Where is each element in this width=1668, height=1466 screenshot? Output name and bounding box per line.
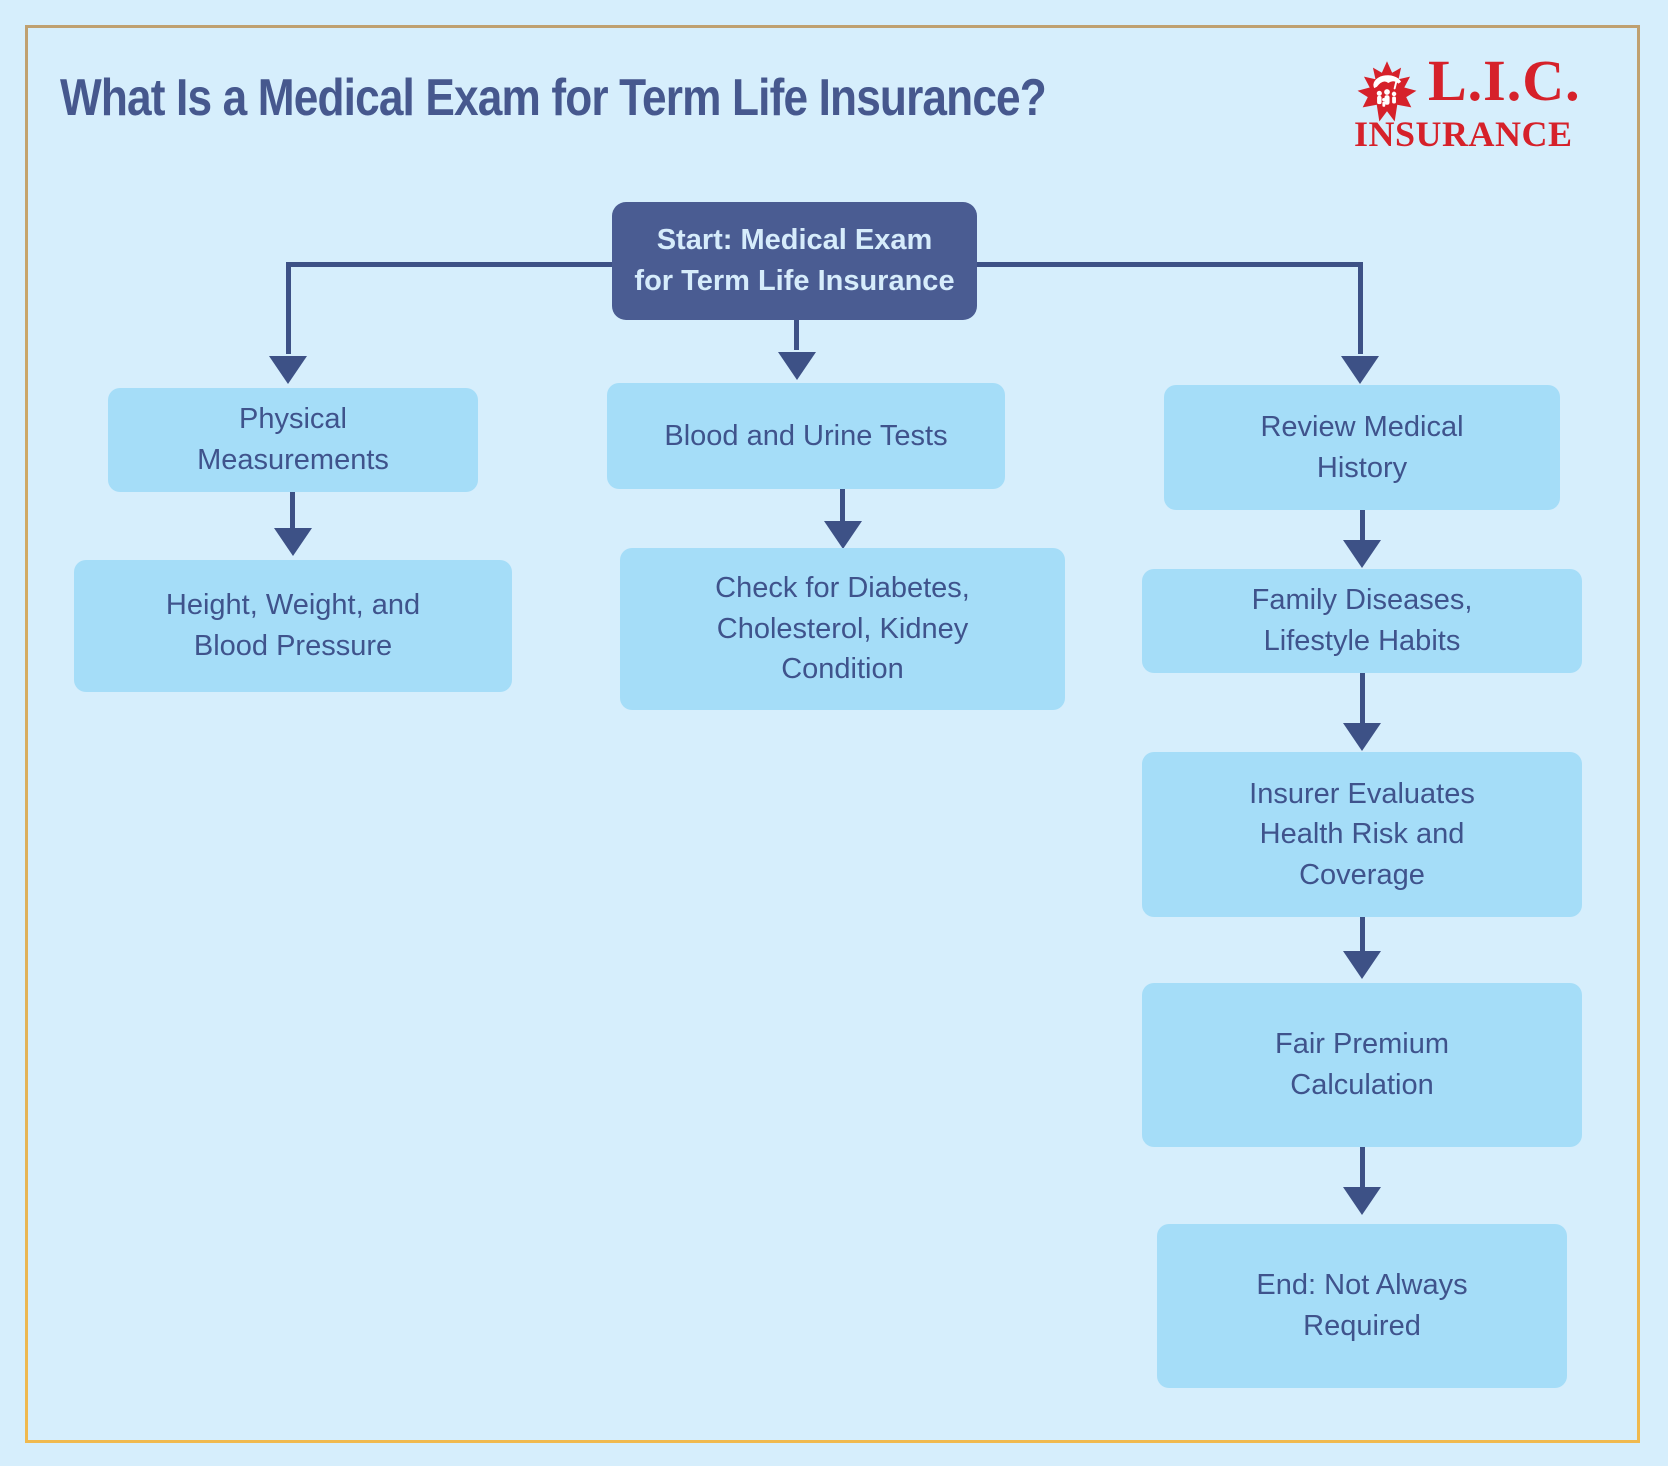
- connector-vline: [290, 492, 295, 528]
- node-height-weight-blood-pressure: Height, Weight, and Blood Pressure: [74, 560, 512, 692]
- node-blood-urine-tests: Blood and Urine Tests: [607, 383, 1005, 489]
- connector-vline: [1360, 1147, 1365, 1187]
- arrowhead-down-icon: [1343, 540, 1381, 568]
- node-review-medical-history: Review Medical History: [1164, 385, 1560, 510]
- node-insurer-evaluates-health-risk: Insurer Evaluates Health Risk and Covera…: [1142, 752, 1582, 917]
- node-start-medical-exam: Start: Medical Exam for Term Life Insura…: [612, 202, 977, 320]
- node-physical-measurements: Physical Measurements: [108, 388, 478, 492]
- arrowhead-down-icon: [1343, 723, 1381, 751]
- connector-vline: [1360, 917, 1365, 951]
- node-family-diseases-lifestyle-habits: Family Diseases, Lifestyle Habits: [1142, 569, 1582, 673]
- node-check-diabetes-cholesterol-kidney: Check for Diabetes, Cholesterol, Kidney …: [620, 548, 1065, 710]
- connector-vline: [1360, 673, 1365, 723]
- arrowhead-down-icon: [274, 528, 312, 556]
- arrowhead-down-icon: [1343, 951, 1381, 979]
- arrowhead-down-icon: [824, 521, 862, 549]
- connector-hline: [977, 262, 1363, 267]
- lic-insurance-logo: L.I.C. INSURANCE: [1348, 52, 1608, 158]
- maple-leaf-icon: [1357, 61, 1417, 122]
- connector-vline: [794, 320, 799, 350]
- logo-acronym-text: L.I.C.: [1428, 48, 1581, 113]
- logo-name-text: INSURANCE: [1354, 114, 1573, 154]
- arrowhead-down-icon: [778, 352, 816, 380]
- page-title: What Is a Medical Exam for Term Life Ins…: [60, 69, 1047, 127]
- arrowhead-down-icon: [1343, 1187, 1381, 1215]
- connector-vline: [840, 489, 845, 521]
- connector-vline: [286, 262, 291, 354]
- connector-hline: [286, 262, 612, 267]
- node-fair-premium-calculation: Fair Premium Calculation: [1142, 983, 1582, 1147]
- connector-vline: [1358, 262, 1363, 354]
- node-end-not-always-required: End: Not Always Required: [1157, 1224, 1567, 1388]
- connector-vline: [1360, 510, 1365, 540]
- arrowhead-down-icon: [269, 356, 307, 384]
- arrowhead-down-icon: [1341, 356, 1379, 384]
